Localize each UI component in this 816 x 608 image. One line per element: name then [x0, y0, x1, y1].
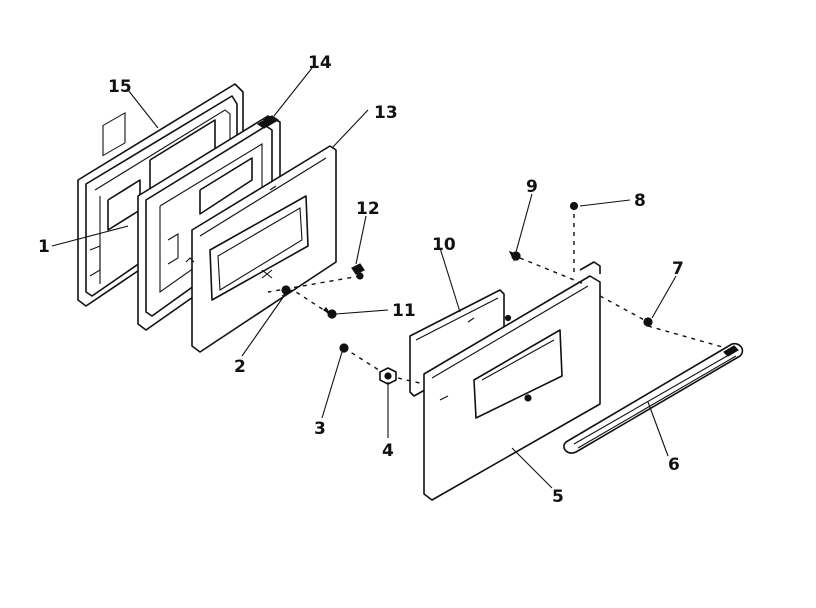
callout-5: 5 [552, 487, 564, 507]
part-5-outer-door-panel [423, 261, 601, 501]
part-9-screw [508, 250, 521, 262]
part-8-screw [569, 201, 579, 211]
callout-10: 10 [432, 235, 456, 255]
callout-13: 13 [374, 103, 398, 123]
callout-12: 12 [356, 199, 380, 219]
callout-1: 1 [38, 237, 50, 257]
part-4-clip [379, 367, 397, 385]
callout-3: 3 [314, 419, 326, 439]
leader-lines [51, 67, 677, 489]
part-13-window-frame [185, 145, 337, 353]
callout-8: 8 [634, 191, 646, 211]
callout-labels: 15 14 13 1 12 11 2 3 4 10 9 8 7 6 5 [38, 53, 684, 507]
callout-9: 9 [526, 177, 538, 197]
callout-4: 4 [382, 441, 394, 461]
callout-15: 15 [108, 77, 132, 97]
part-11-screw [323, 307, 337, 319]
callout-14: 14 [308, 53, 332, 73]
assembly-lines [267, 214, 727, 385]
callout-6: 6 [668, 455, 680, 475]
callout-7: 7 [672, 259, 684, 279]
callout-11: 11 [392, 301, 416, 321]
part-6-door-handle [563, 342, 744, 454]
callout-2: 2 [234, 357, 246, 377]
